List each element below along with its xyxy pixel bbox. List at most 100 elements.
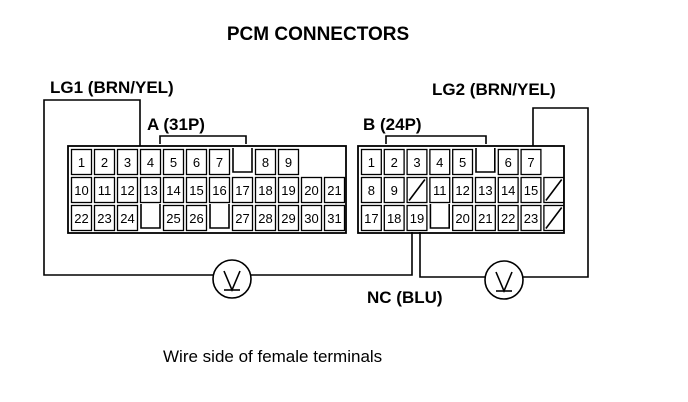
connector_a-pin-25: 25	[166, 211, 180, 226]
connector_a-cell-r1-c6	[208, 176, 231, 204]
connector_b-notch-r0-c5	[475, 148, 496, 173]
connector-b-key	[385, 135, 487, 144]
connector_a-cell-r0-c9	[277, 148, 300, 176]
connector_b-cell-r2-c5	[474, 204, 496, 232]
connector_a-cell-r1-c7	[231, 176, 254, 204]
connector-a-outline	[67, 145, 347, 234]
nc-label: NC (BLU)	[367, 288, 443, 307]
connector_a-pin-7: 7	[216, 155, 223, 170]
connector_b-cell-r0-c2	[406, 148, 428, 176]
connector_a-cell-r1-c11	[323, 176, 346, 204]
connector_a-cell-r1-c8	[254, 176, 277, 204]
connector_b-pin-17: 17	[364, 211, 378, 226]
connector_a-pin-16: 16	[212, 183, 226, 198]
connector_a-cell-r2-c5	[185, 204, 208, 232]
connector_b-pin-15: 15	[524, 183, 538, 198]
connector_b-pin-7: 7	[527, 155, 534, 170]
connector_b-pin-5: 5	[459, 155, 466, 170]
connector_a-pin-4: 4	[147, 155, 154, 170]
connector_a-pin-3: 3	[124, 155, 131, 170]
connector_a-pin-21: 21	[327, 183, 341, 198]
diagram-title: PCM CONNECTORS	[227, 24, 409, 45]
connector-a-label: A (31P)	[147, 115, 205, 134]
connector_b-cell-r2-c0	[360, 204, 382, 232]
connector_b-pin-2: 2	[391, 155, 398, 170]
connector_a-cell-r2-c8	[254, 204, 277, 232]
connector_a-pin-22: 22	[74, 211, 88, 226]
voltmeter-2-circle	[484, 260, 524, 300]
connector_b-pin-11: 11	[433, 183, 447, 198]
voltmeter-2	[484, 260, 524, 300]
connector_b-cell-r1-c7	[520, 176, 542, 204]
connector_a-notch-r2-c3	[140, 204, 161, 229]
connector_b-cell-r0-c7	[520, 148, 542, 176]
connector_a-pin-9: 9	[285, 155, 292, 170]
connector_b-cell-r2-c7	[520, 204, 542, 232]
connector_b-cell-r2-c2	[406, 204, 428, 232]
connector_a-pin-23: 23	[97, 211, 111, 226]
connector_a-pin-30: 30	[304, 211, 318, 226]
connector_a-cell-r1-c0	[70, 176, 93, 204]
connector_b-cell-r0-c6	[497, 148, 519, 176]
connector_a-cell-r1-c3	[139, 176, 162, 204]
caption-text: Wire side of female terminals	[163, 347, 382, 366]
connector_a-cell-r1-c2	[116, 176, 139, 204]
connector_b-cell-r1-c6	[497, 176, 519, 204]
connector_a-cell-r0-c1	[93, 148, 116, 176]
connector_a-pin-13: 13	[143, 183, 157, 198]
connector_b-pin-8: 8	[368, 183, 375, 198]
connector_b-cell-r1-c4	[452, 176, 474, 204]
connector_a-cell-r1-c5	[185, 176, 208, 204]
connector_a-cell-r0-c5	[185, 148, 208, 176]
connector_a-notch-r0-c7	[232, 148, 253, 173]
connector_a-pin-11: 11	[98, 183, 112, 198]
connector_b-pin-3: 3	[413, 155, 420, 170]
nc-wire-2	[419, 232, 485, 278]
connector_a-pin-28: 28	[258, 211, 272, 226]
connector_b-pin-22: 22	[501, 211, 515, 226]
voltmeter-1	[212, 259, 252, 299]
connector_a-pin-12: 12	[120, 183, 134, 198]
connector_a-pin-24: 24	[120, 211, 134, 226]
connector_a-cell-r0-c4	[162, 148, 185, 176]
connector-a-key	[159, 135, 247, 144]
connector_a-pin-5: 5	[170, 155, 177, 170]
connector_a-cell-r0-c2	[116, 148, 139, 176]
connector_b-cell-r0-c3	[429, 148, 451, 176]
connector_a-cell-r2-c7	[231, 204, 254, 232]
connector_a-pin-14: 14	[166, 183, 180, 198]
connector_a-pin-19: 19	[281, 183, 295, 198]
connector_b-cell-r0-c1	[383, 148, 405, 176]
connector_b-cell-r1-c3	[429, 176, 451, 204]
connector_a-cell-r0-c8	[254, 148, 277, 176]
nc-wire-1	[251, 232, 413, 276]
connector_a-cell-r2-c1	[93, 204, 116, 232]
connector_b-pin-13: 13	[478, 183, 492, 198]
lg2-wire	[523, 107, 589, 278]
connector_b-cell-r2-c1	[383, 204, 405, 232]
connector_a-pin-15: 15	[189, 183, 203, 198]
connector_b-pin-4: 4	[436, 155, 443, 170]
connector_a-cell-r1-c4	[162, 176, 185, 204]
connector_b-cell-r0-c0	[360, 148, 382, 176]
connector_b-pin-6: 6	[505, 155, 512, 170]
connector_b-pin-9: 9	[391, 183, 398, 198]
connector_a-cell-r2-c2	[116, 204, 139, 232]
connector_b-pin-1: 1	[368, 155, 375, 170]
connector_b-pin-21: 21	[478, 211, 492, 226]
lg1-wire	[43, 99, 213, 276]
connector_a-pin-6: 6	[193, 155, 200, 170]
connector_b-notch-r2-c3	[429, 204, 451, 229]
connector_a-cell-r2-c10	[300, 204, 323, 232]
connector_a-cell-r0-c0	[70, 148, 93, 176]
connector_b-cell-r1-c5	[474, 176, 496, 204]
connector_a-cell-r1-c10	[300, 176, 323, 204]
connector_b-unused-pin-r1-c2	[408, 179, 426, 201]
connector_b-pin-20: 20	[455, 211, 469, 226]
connector_b-pin-14: 14	[501, 183, 515, 198]
connector_a-cell-r1-c9	[277, 176, 300, 204]
connector_a-cell-r2-c0	[70, 204, 93, 232]
